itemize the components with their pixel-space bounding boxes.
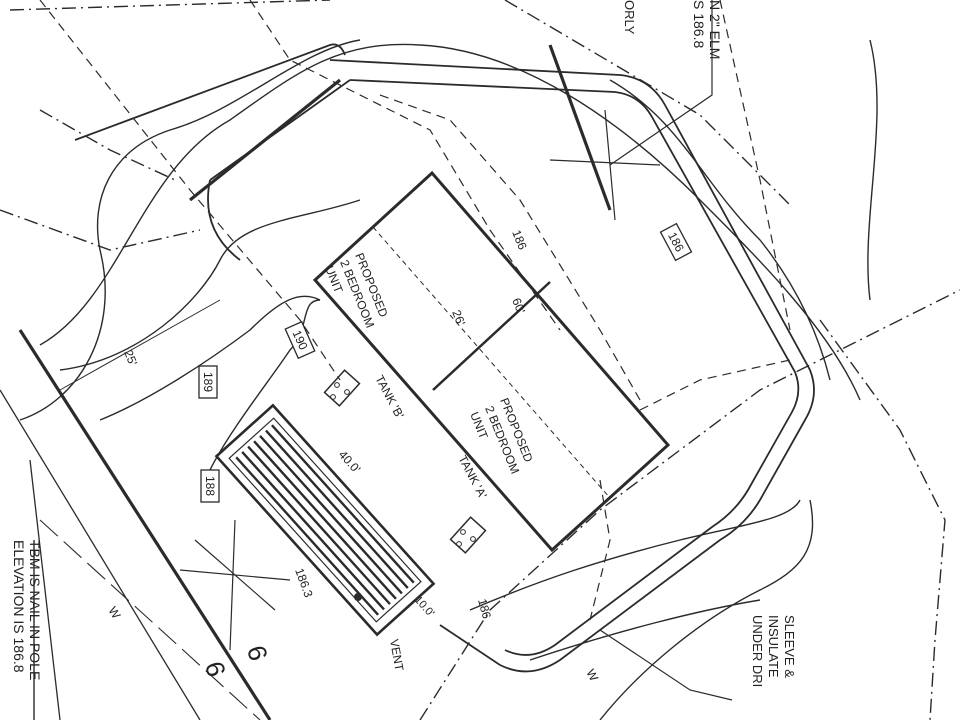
vent-label: VENT [387, 638, 406, 673]
leach-width-dim: 10.0' [412, 594, 437, 620]
setback-dimension: 25' [59, 299, 221, 391]
tank-b-cover [334, 382, 340, 388]
drawing-notes: TBM IS NAIL IN POLE ELEVATION IS 186.8 N… [11, 0, 797, 720]
tank-a-cover [470, 536, 476, 542]
vent-pipe [354, 593, 362, 601]
building-length-dim: 60' [509, 296, 528, 316]
tank-b-cover [344, 389, 350, 395]
contour-186-bottom: 186 [475, 597, 494, 620]
tbm-note-line1: TBM IS NAIL IN POLE [27, 540, 43, 680]
pole-symbol-2: 6 [241, 642, 274, 664]
contour-188: 188 [203, 476, 217, 496]
water-label-left: W [105, 604, 123, 622]
building-width-dim: 26' [449, 308, 468, 328]
road-edge [0, 389, 201, 720]
elm-note-line1: N 2" ELM [707, 0, 723, 59]
leaching-field: 40.0' 10.0' VENT [214, 403, 437, 673]
leach-length-dim: 40.0' [336, 448, 364, 476]
tank-a-label: TANK 'A' [455, 453, 489, 501]
water-label-right: W [583, 667, 601, 684]
tank-a-cover [456, 541, 462, 547]
sleeve-note-line2: INSULATE [766, 615, 781, 678]
pole-symbols: 6 6 [199, 642, 274, 680]
contour-189: 189 [201, 372, 215, 392]
tank-b-cover [330, 394, 336, 400]
dashed-lines [39, 0, 791, 621]
contour-lines [19, 39, 878, 720]
elm-note-line2: S 186.8 [691, 0, 707, 48]
spot-elevation: 186.3 [292, 566, 316, 599]
contour-186-left: 186 [509, 228, 530, 252]
sleeve-note-line1: SLEEVE & [782, 615, 797, 678]
driveway-outline [74, 43, 815, 673]
tbm-note-line2: ELEVATION IS 186.8 [11, 540, 27, 673]
top-clip-text: ORLY [622, 0, 637, 35]
lot-boundary [18, 44, 612, 720]
sleeve-note-line3: UNDER DRI [750, 615, 765, 687]
contour-labels: 186 189 188 190 186 186 186.3 [198, 222, 693, 620]
setback-label: 25' [121, 348, 140, 368]
pole-symbol-1: 6 [199, 658, 232, 680]
tank-a-cover [460, 529, 466, 535]
proposed-building: PROPOSED 2 BEDROOM UNIT PROPOSED 2 BEDRO… [312, 170, 671, 553]
